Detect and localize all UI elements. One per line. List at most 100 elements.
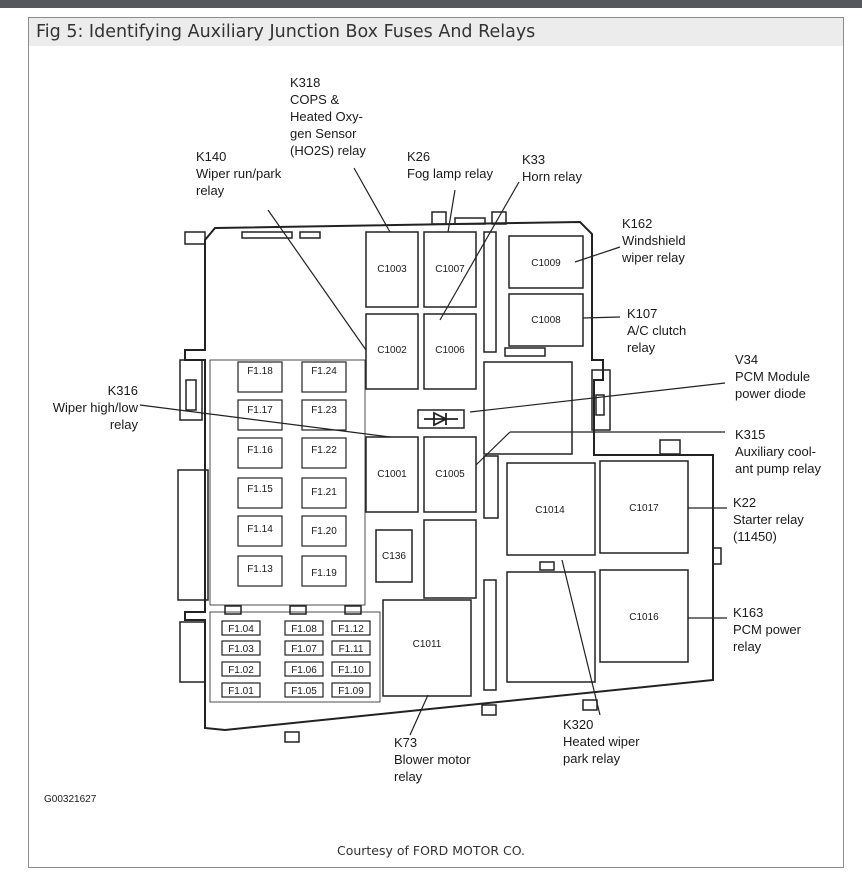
fuse-f121: F1.21 — [311, 487, 337, 498]
label-k315-3: ant pump relay — [735, 461, 821, 476]
relay-c1006 — [423, 313, 477, 390]
fuse-tab-3 — [344, 605, 362, 615]
relay-c1003 — [365, 231, 419, 308]
label-v34-1: V34 — [735, 352, 758, 367]
label-k73-2: Blower motor — [394, 752, 471, 767]
figure-code: G00321627 — [44, 794, 97, 805]
figure-frame — [28, 17, 844, 868]
fuse-f102: F1.02 — [228, 665, 254, 676]
label-v34-2: PCM Module — [735, 369, 810, 384]
fuse-f106: F1.06 — [291, 665, 317, 676]
label-k315-1: K315 — [735, 427, 765, 442]
label-k73-3: relay — [394, 769, 423, 784]
fuse-f104: F1.04 — [228, 624, 254, 635]
relay-c1008 — [508, 293, 584, 347]
relay-c1014 — [506, 462, 596, 556]
top-tab-3 — [454, 217, 486, 225]
relay-c1016 — [599, 569, 689, 663]
fuse-f124: F1.24 — [311, 366, 337, 377]
label-k22-3: (11450) — [733, 529, 777, 544]
fuse-f110: F1.10 — [338, 665, 364, 676]
fuse-f117: F1.17 — [247, 405, 273, 416]
relay-codes: C1003 C1007 C1002 C1006 C1001 C1005 C136… — [377, 258, 659, 650]
label-k162-2: Windshield — [622, 233, 686, 248]
lower-fuse-grid — [221, 620, 371, 698]
label-k320-1: K320 — [563, 717, 593, 732]
fuse-f108: F1.08 — [291, 624, 317, 635]
right-tab — [712, 547, 722, 565]
label-k320-2: Heated wiper — [563, 734, 640, 749]
diode-strip — [483, 455, 499, 519]
code-c1001: C1001 — [377, 469, 407, 480]
bottom-tab-3 — [582, 699, 598, 711]
diode-symbol-icon — [424, 411, 458, 427]
label-k22-2: Starter relay — [733, 512, 804, 527]
code-c1014: C1014 — [535, 505, 565, 516]
relay-c1015 — [506, 571, 596, 683]
fuse-f113: F1.13 — [247, 564, 273, 575]
label-k26-1: K26 — [407, 149, 430, 164]
label-v34-3: power diode — [735, 386, 806, 401]
relay-c1007 — [423, 231, 477, 308]
right-top-tab — [659, 439, 681, 455]
label-k33-1: K33 — [522, 152, 545, 167]
fuse-f114: F1.14 — [247, 524, 273, 535]
label-k318-1: K318 — [290, 75, 320, 90]
relay-c1001 — [365, 436, 419, 513]
code-c1006: C1006 — [435, 345, 465, 356]
upper-fuse-grid — [237, 361, 347, 587]
fuse-f115: F1.15 — [247, 484, 273, 495]
left-lower-clip — [179, 621, 206, 683]
fuse-f118: F1.18 — [247, 366, 273, 377]
label-k316-1: K316 — [108, 383, 138, 398]
label-k140-1: K140 — [196, 149, 226, 164]
fuse-f103: F1.03 — [228, 644, 254, 655]
label-k107-3: relay — [627, 340, 656, 355]
top-tab-2 — [491, 211, 507, 225]
label-k318-5: (HO2S) relay — [290, 143, 366, 158]
fuse-f112: F1.12 — [338, 624, 364, 635]
label-k163-1: K163 — [733, 605, 763, 620]
fuse-f120: F1.20 — [311, 526, 337, 537]
credit-line: Courtesy of FORD MOTOR CO. — [336, 843, 526, 858]
lower-strip — [483, 579, 497, 691]
label-k320-3: park relay — [563, 751, 621, 766]
bottom-tab-2 — [481, 704, 497, 716]
relay-c1002 — [365, 313, 419, 390]
right-clip-tab — [595, 394, 605, 416]
fuse-f109: F1.09 — [338, 686, 364, 697]
label-k162-3: wiper relay — [621, 250, 685, 265]
fuse-f107: F1.07 — [291, 644, 317, 655]
relay-c1017 — [599, 460, 689, 554]
fuse-f105: F1.05 — [291, 686, 317, 697]
left-upper-clip-tab — [185, 379, 197, 411]
code-c1008: C1008 — [531, 315, 561, 326]
relay-blank — [423, 519, 477, 599]
label-k318-4: gen Sensor — [290, 126, 357, 141]
label-k163-2: PCM power — [733, 622, 802, 637]
label-k318-2: COPS & — [290, 92, 339, 107]
label-k22-1: K22 — [733, 495, 756, 510]
relay-c1009 — [508, 235, 584, 289]
relay-c1005 — [423, 436, 477, 513]
fuse-f101: F1.01 — [228, 686, 254, 697]
fuse-f123: F1.23 — [311, 405, 337, 416]
fuse-labels: F1.18 F1.24 F1.17 F1.23 F1.16 F1.22 F1.1… — [228, 366, 364, 697]
label-k163-3: relay — [733, 639, 762, 654]
code-c1003: C1003 — [377, 264, 407, 275]
bottom-tab-1 — [284, 731, 300, 743]
leader-lines — [139, 167, 727, 736]
small-strip — [504, 347, 546, 357]
label-k140-2: Wiper run/park — [196, 166, 282, 181]
code-c1007: C1007 — [435, 264, 465, 275]
lower-fuse-area — [209, 611, 381, 703]
upper-fuse-area — [209, 359, 366, 606]
relay-c136 — [375, 529, 413, 583]
label-k26-2: Fog lamp relay — [407, 166, 493, 181]
label-k33-2: Horn relay — [522, 169, 582, 184]
label-k315-2: Auxiliary cool- — [735, 444, 816, 459]
label-k73-1: K73 — [394, 735, 417, 750]
callout-labels: K318 COPS & Heated Oxy- gen Sensor (HO2S… — [44, 75, 821, 805]
fuse-tab-1 — [224, 605, 242, 615]
